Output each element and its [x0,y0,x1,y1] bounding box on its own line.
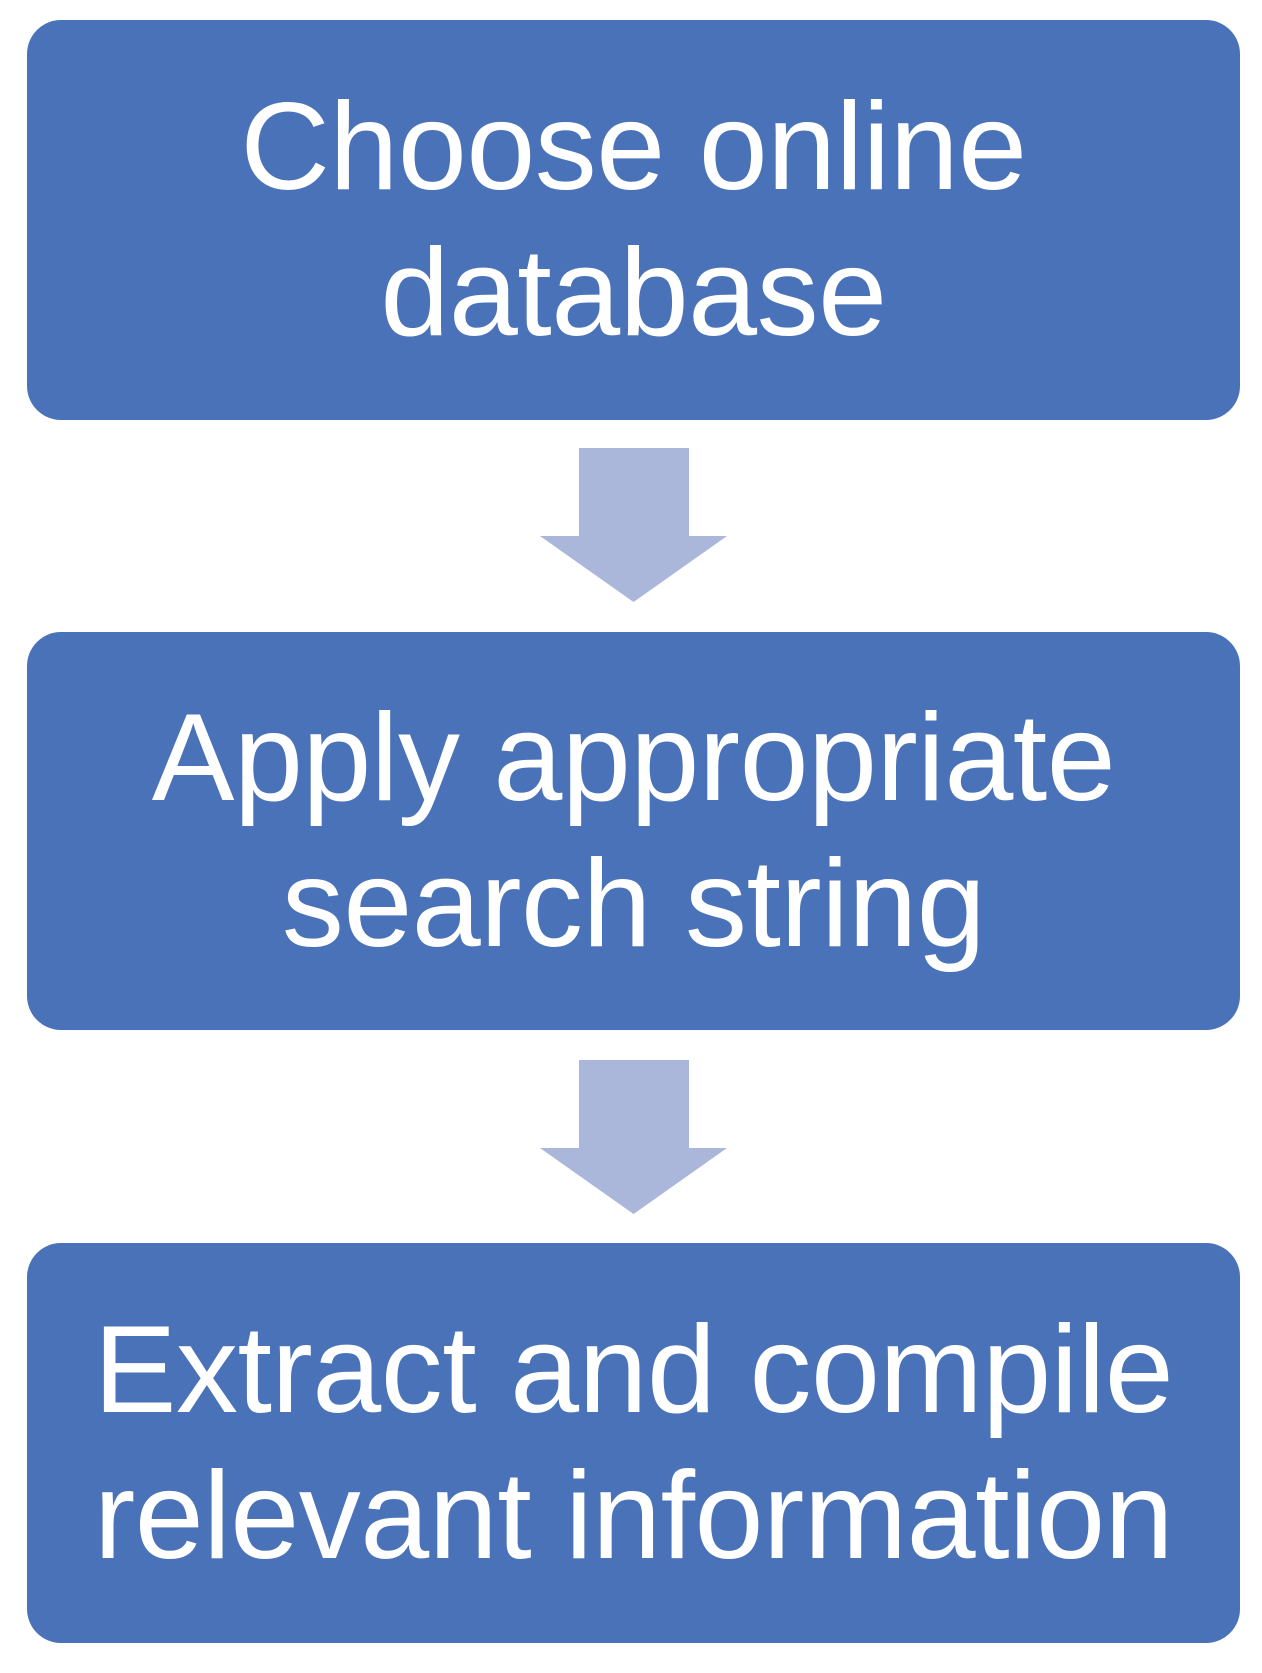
flowchart-node-extract-and-compile-relevant-information[interactable]: Extract and compile relevant information [27,1243,1240,1643]
flowchart-node-label: Apply appropriate search string [151,688,1116,973]
flowchart-node-apply-appropriate-search-string[interactable]: Apply appropriate search string [27,632,1240,1030]
flowchart-node-label: Extract and compile relevant information [93,1300,1174,1585]
flowchart-node-label: Choose online database [240,77,1027,362]
down-arrow-icon [540,448,727,602]
down-arrow-icon [540,1060,727,1214]
flowchart-node-choose-online-database[interactable]: Choose online database [27,20,1240,420]
